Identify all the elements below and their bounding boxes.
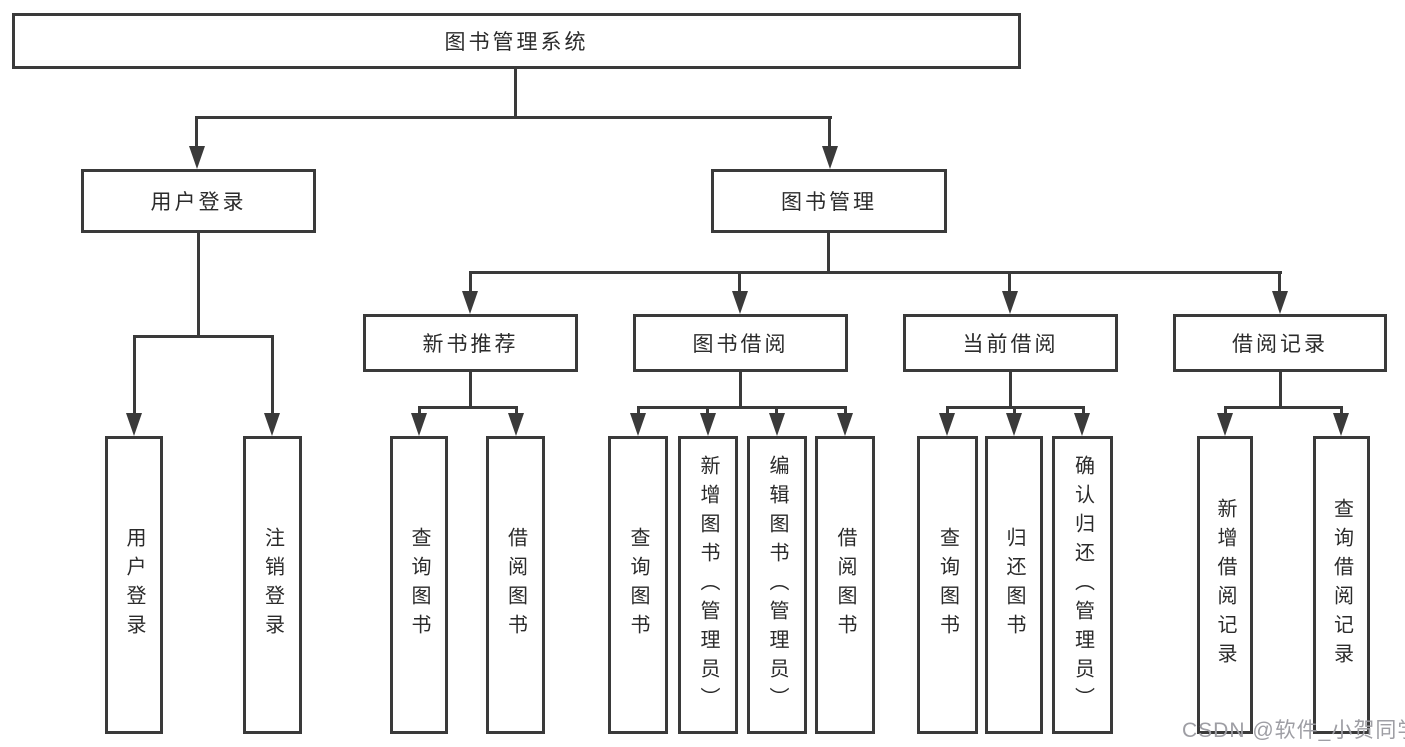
arrow-down-icon [126,413,142,436]
node-root-system: 图书管理系统 [12,13,1021,69]
node-book-management: 图书管理 [711,169,947,233]
connector-root-branch [195,116,832,119]
leaf-logout: 注销登录 [243,436,302,734]
arrow-down-icon [1074,413,1090,436]
leaf-record-add-borrow-record: 新增借阅记录 [1197,436,1253,734]
connector-drop [271,335,274,413]
arrow-down-icon [189,146,205,169]
leaf-label: 查询借阅记录 [1330,498,1353,672]
connector-book-mgmt-trunk [827,233,830,274]
connector-drop [515,406,518,418]
node-label: 借阅记录 [1232,333,1328,356]
leaf-borrow-add-books-admin: 新增图书（管理员） [678,436,738,734]
arrow-down-icon [411,413,427,436]
connector-new-book-trunk [469,371,472,409]
node-book-borrowing: 图书借阅 [633,314,848,372]
leaf-label: 归还图书 [1003,527,1025,643]
arrow-down-icon [462,291,478,314]
connector-drop [133,335,136,413]
node-user-login: 用户登录 [81,169,316,233]
leaf-label: 用户登录 [123,527,145,643]
connector-book-borrow-trunk [739,371,742,409]
arrow-down-icon [1333,413,1349,436]
arrow-down-icon [939,413,955,436]
leaf-label: 查询图书 [936,527,959,643]
node-label: 图书管理 [781,191,877,214]
leaf-newbook-borrow-books: 借阅图书 [486,436,545,734]
arrow-down-icon [1002,291,1018,314]
connector-book-mgmt-branch [469,271,1282,274]
arrow-down-icon [264,413,280,436]
connector-drop [738,271,741,295]
arrow-down-icon [732,291,748,314]
node-new-book-recommend: 新书推荐 [363,314,578,372]
leaf-current-return-books: 归还图书 [985,436,1043,734]
leaf-borrow-query-books: 查询图书 [608,436,668,734]
leaf-label: 编辑图书（管理员） [766,454,788,716]
leaf-label: 确认归还（管理员） [1071,454,1094,716]
connector-book-borrow-branch [637,406,847,409]
node-label: 用户登录 [150,191,247,214]
node-label: 新书推荐 [422,333,519,356]
connector-borrow-record-trunk [1279,371,1282,409]
arrow-down-icon [769,413,785,436]
leaf-label: 借阅图书 [504,527,527,643]
leaf-label: 借阅图书 [834,527,856,643]
connector-drop [195,116,198,148]
connector-drop [828,116,831,148]
node-borrowing-records: 借阅记录 [1173,314,1387,372]
node-current-borrowing: 当前借阅 [903,314,1118,372]
connector-borrow-record-branch [1224,406,1343,409]
connector-drop [1008,271,1011,295]
connector-current-borrow-trunk [1009,371,1012,409]
leaf-newbook-query-books: 查询图书 [390,436,448,734]
leaf-label: 查询图书 [627,527,649,643]
arrow-down-icon [837,413,853,436]
connector-drop [844,406,847,418]
connector-drop [1278,271,1281,295]
connector-drop [637,406,640,418]
leaf-current-confirm-return-admin: 确认归还（管理员） [1052,436,1113,734]
csdn-watermark: CSDN @软件_小贺同学 [1182,719,1405,742]
connector-user-login-branch [133,335,274,338]
arrow-down-icon [1006,413,1022,436]
connector-drop [706,406,709,418]
node-label: 图书管理系统 [444,31,589,54]
connector-drop [946,406,949,418]
connector-drop [1013,406,1016,418]
leaf-user-login: 用户登录 [105,436,163,734]
connector-drop [1224,406,1227,418]
connector-drop [418,406,421,418]
connector-drop [775,406,778,418]
connector-new-book-branch [418,406,518,409]
arrow-down-icon [1217,413,1233,436]
leaf-label: 注销登录 [261,527,284,643]
connector-drop [469,271,472,295]
arrow-down-icon [1272,291,1288,314]
node-label: 当前借阅 [962,333,1059,356]
arrow-down-icon [822,146,838,169]
connector-drop [1082,406,1085,418]
connector-drop [1340,406,1343,418]
arrow-down-icon [508,413,524,436]
leaf-borrow-borrow-books: 借阅图书 [815,436,875,734]
leaf-current-query-books: 查询图书 [917,436,978,734]
leaf-label: 查询图书 [408,527,430,643]
leaf-label: 新增借阅记录 [1214,498,1236,672]
leaf-label: 新增图书（管理员） [697,454,719,716]
arrow-down-icon [630,413,646,436]
connector-root-trunk [514,67,517,119]
connector-user-login-trunk [197,233,200,338]
leaf-record-query-borrow-record: 查询借阅记录 [1313,436,1370,734]
arrow-down-icon [700,413,716,436]
leaf-borrow-edit-books-admin: 编辑图书（管理员） [747,436,807,734]
node-label: 图书借阅 [692,333,789,356]
